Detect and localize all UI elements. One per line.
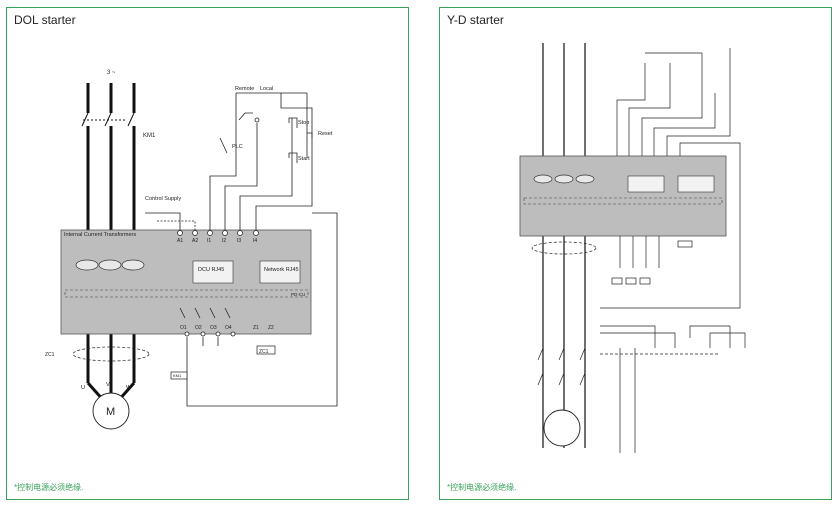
network-port xyxy=(259,260,301,284)
local-label: Local xyxy=(260,86,273,92)
term-label-i3: I3 xyxy=(237,238,241,244)
dol-title: DOL starter xyxy=(14,13,76,27)
km1-label: KM1 xyxy=(143,133,156,139)
term-label-i4: I4 xyxy=(253,238,257,244)
phase-u-label: U xyxy=(81,385,85,391)
zc1-sensor xyxy=(72,346,150,362)
remote-label: Remote xyxy=(235,86,254,92)
km1-coil-label: KM1 xyxy=(173,373,182,378)
term-label-z2: Z2 xyxy=(268,325,274,331)
phase-w-label: W xyxy=(126,385,132,391)
term-label-o1: O1 xyxy=(180,325,187,331)
terminal-i3 xyxy=(237,230,243,236)
network-label: Network RJ45 xyxy=(264,267,299,273)
terminal-i1 xyxy=(207,230,213,236)
yd-dcu-port xyxy=(627,175,665,193)
module-label: PD-CU xyxy=(291,292,305,297)
motor xyxy=(92,392,130,430)
yd-starter-panel: Y-D starter xyxy=(439,7,832,500)
yd-contactors xyxy=(537,325,746,453)
terminal-a1 xyxy=(177,230,183,236)
reset-label: Reset xyxy=(318,131,333,137)
term-label-a2: A2 xyxy=(192,238,198,244)
control-supply-label: Control Supply xyxy=(145,196,181,202)
stop-label: Stop xyxy=(298,120,309,126)
yd-network-port xyxy=(677,175,715,193)
term-label-i2: I2 xyxy=(222,238,226,244)
top-terminals: A1 A2 I1 I2 I3 I4 xyxy=(177,230,259,244)
yd-current-transformers xyxy=(533,174,595,184)
zc1-box-label: ZC1 xyxy=(259,349,269,355)
km1-coil xyxy=(170,371,188,380)
dcu-label: DCU RJ45 xyxy=(198,267,224,273)
term-label-i1: I1 xyxy=(207,238,211,244)
supply-label: 3 ~ xyxy=(107,70,116,76)
yd-footnote: *控制电源必须绝缘. xyxy=(447,483,517,492)
terminal-a2 xyxy=(192,230,198,236)
terminal-i2 xyxy=(222,230,228,236)
yd-zc-sensor xyxy=(531,241,597,255)
term-label-z1: Z1 xyxy=(253,325,259,331)
term-label-o3: O3 xyxy=(210,325,217,331)
plc-label: PLC xyxy=(232,144,243,150)
output-contacts xyxy=(179,307,236,337)
yd-motor xyxy=(543,409,581,447)
dol-schematic: 3 ~ KM1 PD-CU Internal Current Transform… xyxy=(45,70,338,430)
term-label-a1: A1 xyxy=(177,238,183,244)
yd-controller-unit xyxy=(519,155,727,237)
yd-title: Y-D starter xyxy=(447,13,504,27)
current-transformers xyxy=(75,259,145,271)
ct-label: Internal Current Transformers xyxy=(64,232,136,238)
start-label: Start xyxy=(298,156,310,162)
phase-v-label: V xyxy=(106,382,110,388)
dol-footnote: *控制电源必须绝缘. xyxy=(14,483,84,492)
control-wiring xyxy=(145,92,338,407)
terminal-i4 xyxy=(253,230,259,236)
zc1-box xyxy=(256,345,276,355)
term-label-o4: O4 xyxy=(225,325,232,331)
pushbuttons xyxy=(288,117,313,163)
selector-switch xyxy=(219,112,260,154)
km1-contacts xyxy=(81,112,135,127)
dol-starter-panel: DOL starter 3 ~ KM1 PD-CU Internal Curre… xyxy=(6,7,409,500)
yd-aux-coils xyxy=(611,240,693,285)
controller-bus xyxy=(64,289,309,298)
yd-control-wiring xyxy=(600,48,741,309)
motor-label: M xyxy=(106,406,115,418)
dcu-port xyxy=(192,260,234,284)
yd-controller-bus xyxy=(523,197,723,205)
bottom-terminals: O1 O2 O3 O4 Z1 Z2 xyxy=(180,325,274,331)
term-label-o2: O2 xyxy=(195,325,202,331)
yd-schematic xyxy=(519,43,746,453)
zc1-label: ZC1 xyxy=(45,352,55,358)
yd-power-lines xyxy=(542,43,586,448)
